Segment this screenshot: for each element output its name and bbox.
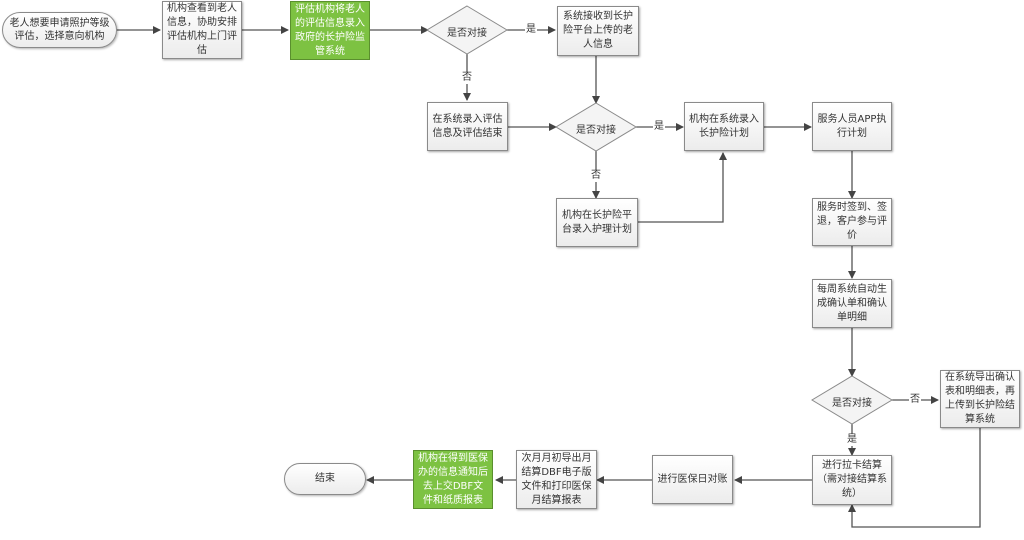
no-label-3: 否 [909, 394, 921, 406]
yes-label-2: 是 [653, 121, 665, 133]
yes-label-1: 是 [525, 24, 537, 36]
process-enter-care-plan: 机构在系统录入长护险计划 [684, 102, 764, 151]
arrow-n6-n5 [638, 152, 727, 223]
process-text: 服务时签到、签退，客户参与评价 [817, 202, 887, 241]
decision-2-label: 是否对接 [576, 125, 616, 136]
no-label-2: 否 [590, 170, 602, 182]
decision-1-label: 是否对接 [447, 28, 487, 39]
end-text: 结束 [315, 473, 335, 484]
process-text: 评估机构将老人的评估信息录入政府的长护险监管系统 [295, 3, 365, 57]
decision-1-shape [426, 5, 508, 55]
process-text: 次月月初导出月结算DBF电子版文件和打印医保月结算报表 [521, 452, 592, 506]
process-export-upload: 在系统导出确认表和明细表，再上传到长护险结算系统 [940, 370, 1020, 428]
process-weekly-confirm: 每周系统自动生成确认单和确认单明细 [812, 279, 892, 328]
process-submit-dbf: 机构在得到医保办的信息通知后去上交DBF文件和纸质报表 [413, 450, 493, 509]
decision-3-label: 是否对接 [832, 398, 872, 409]
process-monthly-export: 次月月初导出月结算DBF电子版文件和打印医保月结算报表 [516, 450, 597, 509]
process-text: 进行医保日对账 [657, 473, 728, 485]
decision-3-shape [811, 375, 893, 425]
process-text: 在系统导出确认表和明细表，再上传到长护险结算系统 [945, 372, 1015, 425]
no-label-1: 否 [461, 72, 473, 84]
process-daily-reconcile: 进行医保日对账 [652, 455, 733, 504]
process-review-elder-info: 机构查看到老人信息，协助安排评估机构上门评估 [162, 1, 242, 59]
process-enter-assessment-gov: 评估机构将老人的评估信息录入政府的长护险监管系统 [290, 1, 370, 60]
process-text: 服务人员APP执行计划 [817, 113, 887, 139]
yes-label-3: 是 [846, 434, 858, 446]
process-text: 机构在长护险平台录入护理计划 [562, 209, 632, 235]
process-receive-elder-info: 系统接收到长护险平台上传的老人信息 [557, 6, 639, 56]
process-platform-care-plan: 机构在长护险平台录入护理计划 [556, 198, 638, 247]
process-text: 机构查看到老人信息，协助安排评估机构上门评估 [167, 3, 237, 56]
process-text: 机构在系统录入长护险计划 [689, 113, 759, 139]
process-text: 进行拉卡结算（需对接结算系统） [817, 460, 887, 499]
process-text: 机构在得到医保办的信息通知后去上交DBF文件和纸质报表 [418, 452, 488, 506]
process-app-execute: 服务人员APP执行计划 [812, 102, 892, 151]
process-text: 每周系统自动生成确认单和确认单明细 [817, 283, 887, 323]
process-text: 系统接收到长护险平台上传的老人信息 [563, 11, 633, 50]
process-sign-in-out: 服务时签到、签退，客户参与评价 [812, 198, 892, 246]
start-node: 老人想要申请照护等级评估，选择意向机构 [2, 12, 117, 48]
process-card-settlement: 进行拉卡结算（需对接结算系统） [812, 455, 892, 505]
decision-2-shape [555, 102, 637, 152]
process-text: 在系统录入评估信息及评估结束 [432, 113, 503, 139]
process-enter-assessment: 在系统录入评估信息及评估结束 [427, 102, 508, 151]
arrow-n10-n11 [848, 428, 981, 528]
end-node: 结束 [284, 463, 366, 495]
start-text: 老人想要申请照护等级评估，选择意向机构 [9, 18, 110, 42]
